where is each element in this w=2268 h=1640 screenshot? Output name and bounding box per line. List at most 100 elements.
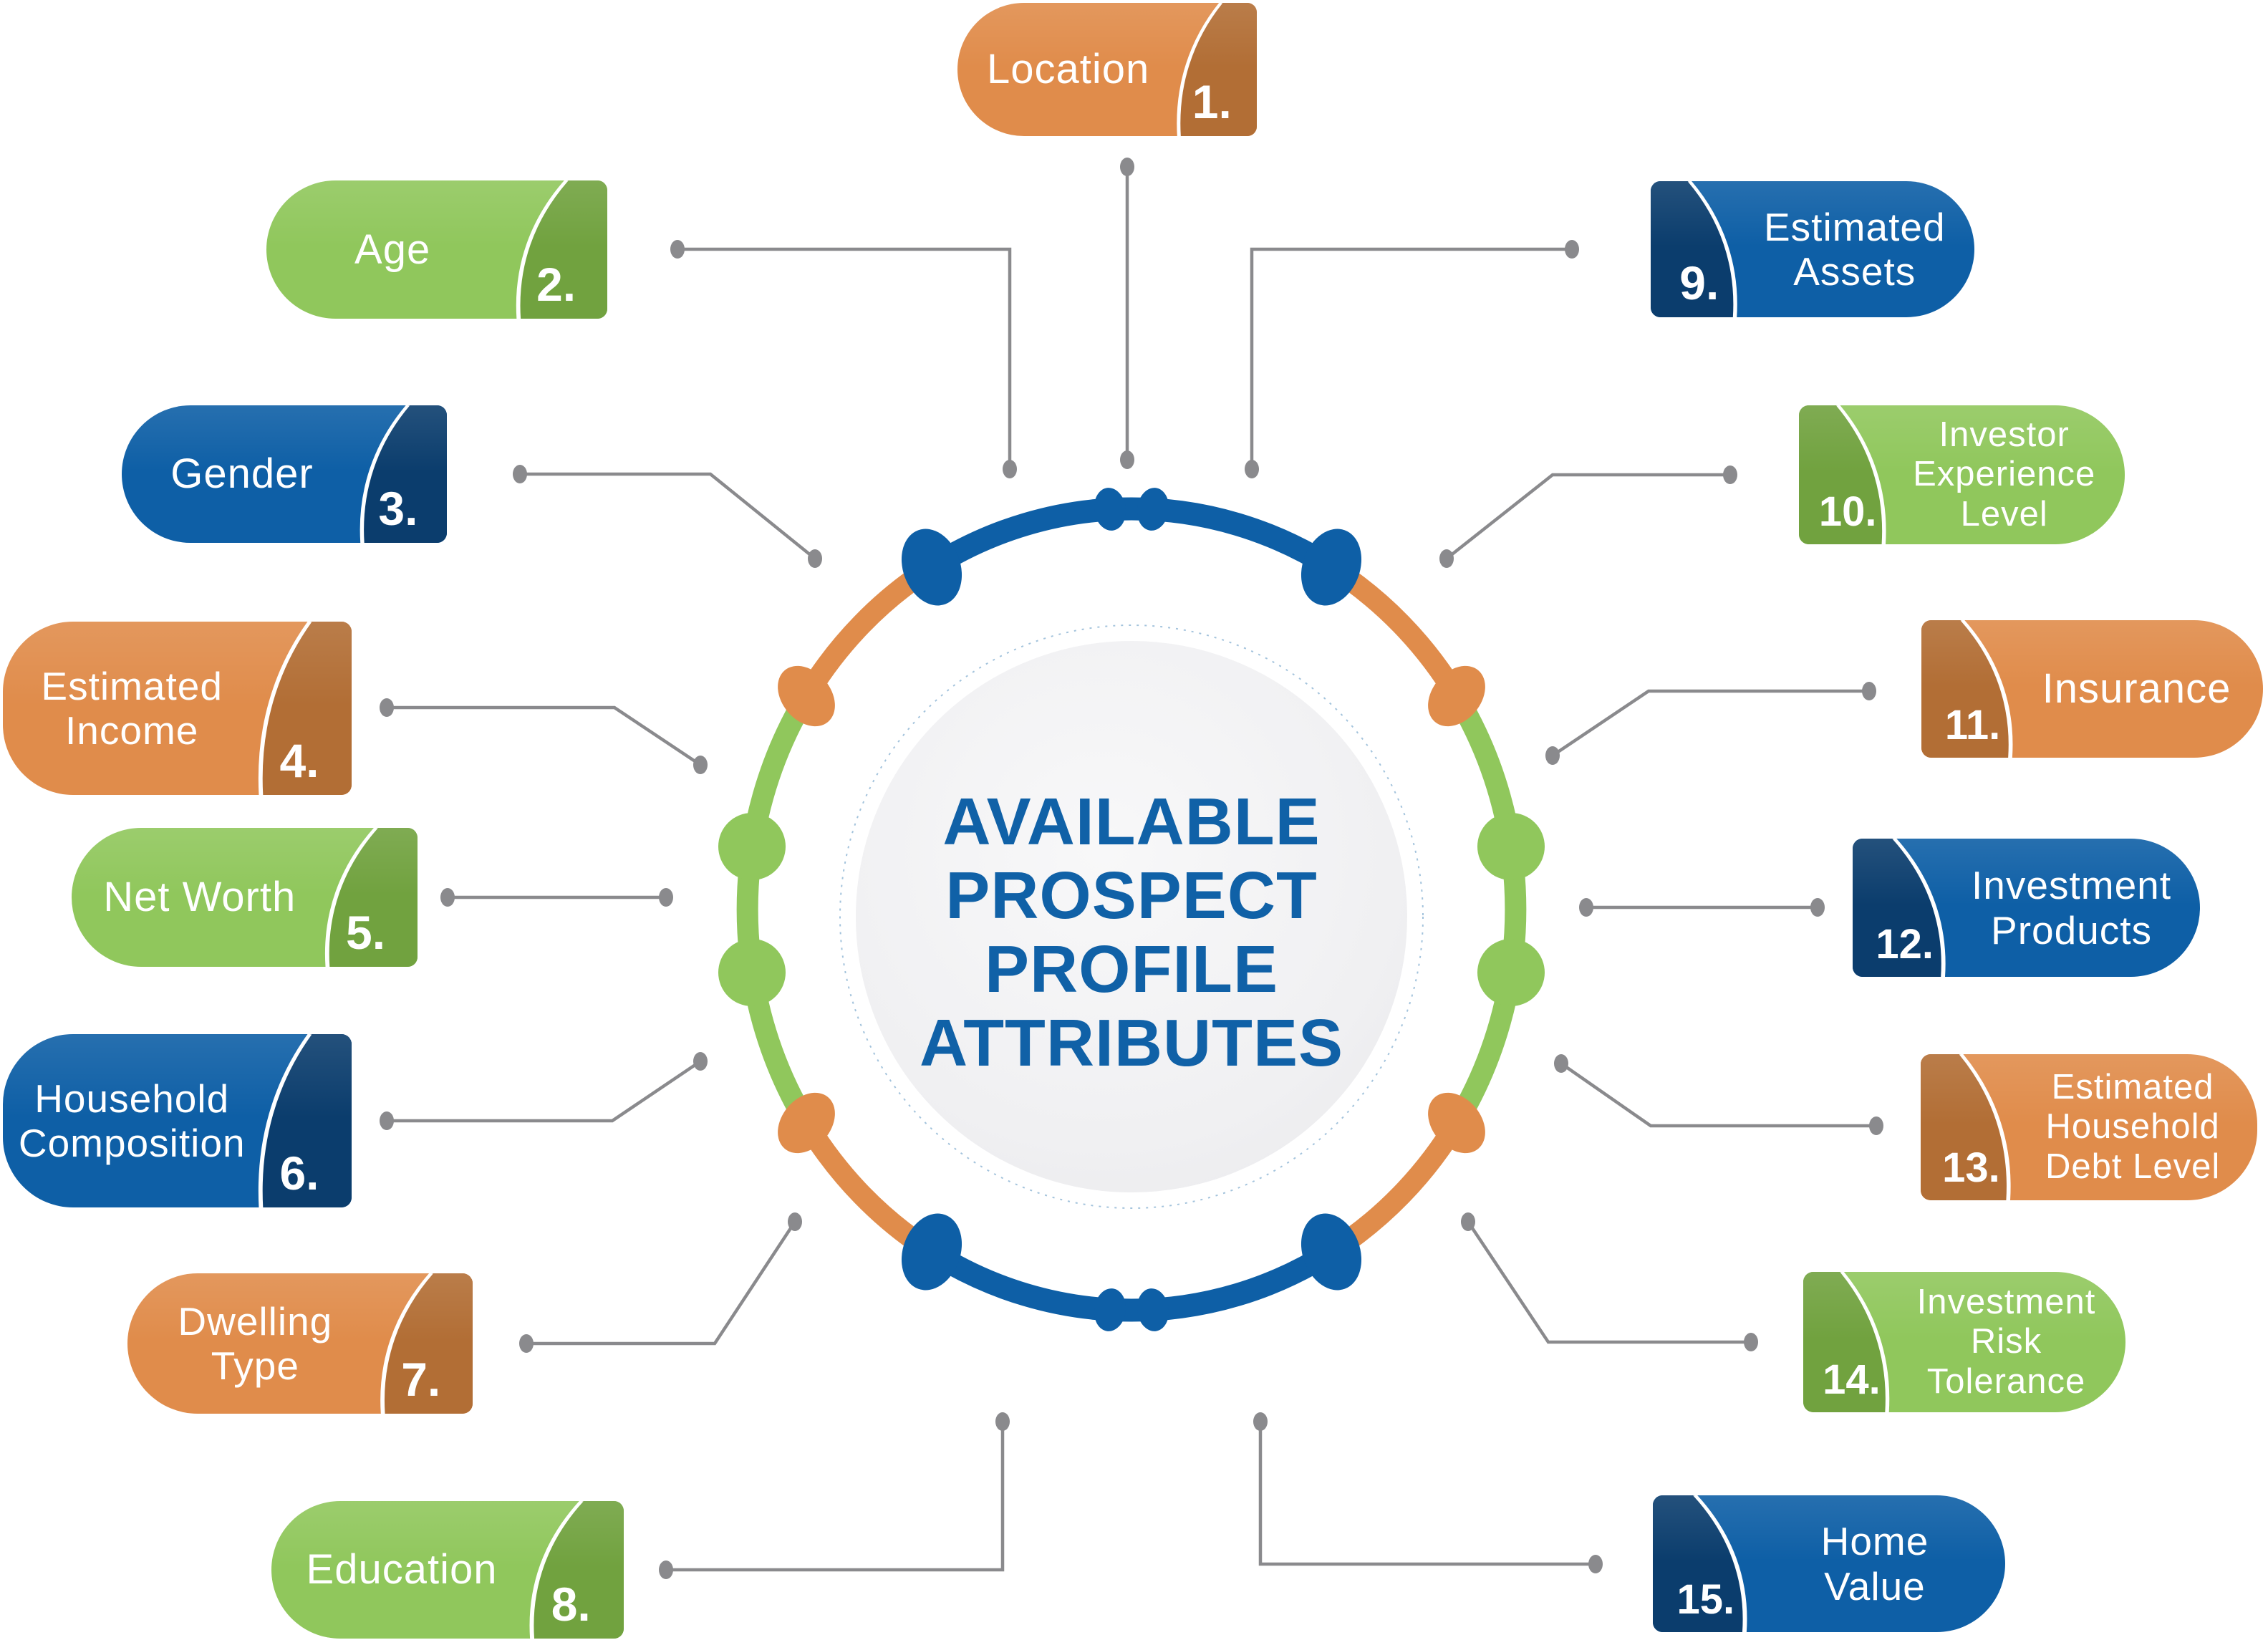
pill-number-wedge xyxy=(1853,839,1946,977)
pill-number-wedge xyxy=(1799,405,1886,544)
label-line: Household xyxy=(34,1076,230,1121)
ring-node-green xyxy=(718,813,786,880)
label-line: Investment xyxy=(1972,863,2172,908)
label-line: Estimated xyxy=(41,663,223,708)
label-line: Level xyxy=(1960,494,2048,534)
ring-arc-blue-bottom xyxy=(925,1242,1338,1322)
ring-arc-blue-top xyxy=(925,497,1338,577)
connector-estimated-income xyxy=(380,698,708,774)
pill-number-wedge xyxy=(1177,3,1257,136)
attribute-label: Location xyxy=(967,3,1170,136)
attribute-pill-gender: Gender 3. xyxy=(122,405,447,543)
connector-home-value xyxy=(1253,1412,1603,1573)
label-line: Age xyxy=(354,226,431,273)
ring-node-green xyxy=(1477,939,1545,1006)
attribute-number: 2. xyxy=(536,258,576,311)
attribute-label: Age xyxy=(276,180,508,319)
label-line: Gender xyxy=(170,450,314,498)
connector-location xyxy=(1120,158,1134,469)
attribute-number: 6. xyxy=(279,1147,319,1200)
connector-household-debt xyxy=(1554,1054,1883,1135)
label-line: Investment xyxy=(1916,1282,2096,1321)
label-line: Household xyxy=(2045,1107,2220,1147)
ring-node-orange xyxy=(778,665,835,727)
connector-investment-products xyxy=(1579,898,1825,917)
label-line: Estimated xyxy=(1763,204,1946,249)
attribute-number: 5. xyxy=(346,906,386,959)
attribute-number: 12. xyxy=(1876,921,1934,968)
label-line: Dwelling xyxy=(178,1298,333,1344)
pill-number-wedge xyxy=(258,1034,352,1207)
label-line: Products xyxy=(1991,907,2153,952)
attribute-pill-education: Education 8. xyxy=(271,1501,624,1639)
ring-node-blue-small xyxy=(1094,1288,1126,1331)
ring-node-blue-small xyxy=(1137,1288,1169,1331)
pill-number-wedge xyxy=(324,828,418,967)
ring-node-blue-big xyxy=(901,529,962,606)
attribute-number: 4. xyxy=(279,734,319,787)
title-line: PROFILE xyxy=(984,932,1278,1006)
attribute-number: 14. xyxy=(1823,1356,1881,1403)
label-line: Income xyxy=(65,708,199,753)
pill-number-wedge xyxy=(380,1273,473,1414)
ring-node-blue-big xyxy=(1301,529,1362,606)
attribute-pill-age: Age 2. xyxy=(266,180,607,319)
label-line: Insurance xyxy=(2042,665,2231,713)
attribute-label: Net Worth xyxy=(82,828,317,967)
connector-gender xyxy=(513,465,822,568)
center-circle xyxy=(851,637,1412,1197)
label-line: Investor xyxy=(1939,415,2070,454)
ring-node-green xyxy=(1477,813,1545,880)
attribute-number: 3. xyxy=(378,482,418,535)
pill-number-wedge xyxy=(258,622,352,795)
pill-number-wedge xyxy=(1921,1054,2011,1200)
ring-node-blue-small xyxy=(1094,488,1126,531)
ring-arc-green-right xyxy=(1447,690,1527,1129)
title-line: AVAILABLE xyxy=(942,784,1321,859)
ring-node-orange xyxy=(1428,1092,1485,1154)
label-line: Home xyxy=(1820,1519,1929,1564)
attribute-pill-insurance: Insurance 11. xyxy=(1921,620,2263,758)
attribute-pill-location: Location 1. xyxy=(957,3,1257,136)
attribute-number: 11. xyxy=(1944,702,2001,748)
label-line: Composition xyxy=(18,1121,246,1165)
pill-number-wedge xyxy=(1651,181,1737,317)
label-line: Debt Level xyxy=(2045,1147,2221,1186)
pill-number-wedge xyxy=(1803,1272,1890,1412)
label-line: Tolerance xyxy=(1926,1361,2086,1401)
ring-arc-green-left xyxy=(736,690,816,1129)
pill-number-wedge xyxy=(1921,620,2013,758)
attribute-number: 10. xyxy=(1818,488,1877,535)
ring-node-blue-small xyxy=(1137,488,1169,531)
pill-number-wedge xyxy=(516,180,607,319)
attribute-number: 9. xyxy=(1679,256,1719,309)
title-line: PROSPECT xyxy=(945,858,1318,932)
connector-dwelling-type xyxy=(519,1212,802,1353)
label-line: Net Worth xyxy=(103,874,296,921)
label-line: Type xyxy=(211,1344,299,1388)
connector-investor-experience xyxy=(1439,466,1737,568)
connector-estimated-assets xyxy=(1245,240,1579,478)
connector-net-worth xyxy=(440,888,673,907)
connector-household-composition xyxy=(380,1052,708,1130)
label-line: Value xyxy=(1824,1563,1926,1608)
ring-node-orange xyxy=(778,1092,835,1154)
label-line: Location xyxy=(987,46,1150,93)
connector-age xyxy=(670,240,1017,478)
ring-node-orange xyxy=(1428,665,1485,727)
dashed-circle xyxy=(839,624,1424,1209)
label-line: Risk xyxy=(1970,1322,2042,1361)
attribute-label: Education xyxy=(282,1501,522,1639)
